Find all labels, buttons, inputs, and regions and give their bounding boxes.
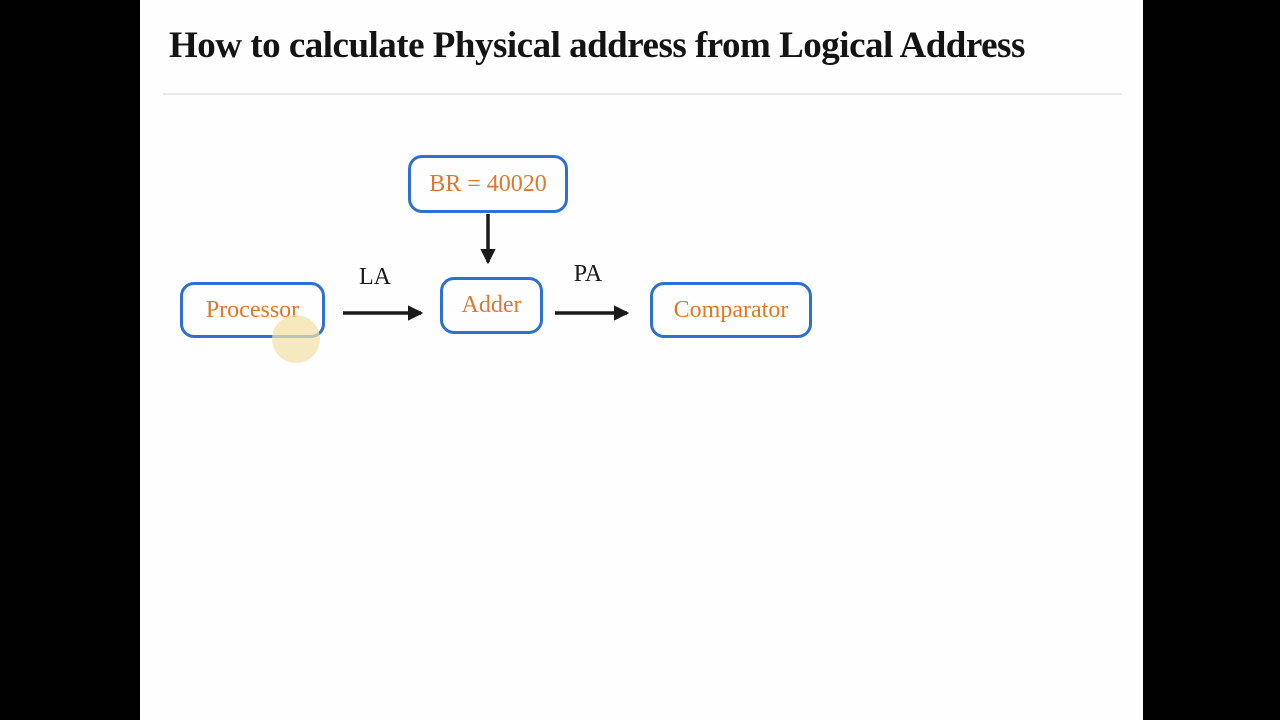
cursor-highlight bbox=[272, 315, 320, 363]
edge-label-physical-address: PA bbox=[573, 261, 603, 287]
node-base-register: BR = 40020 bbox=[408, 155, 568, 213]
node-adder: Adder bbox=[440, 277, 543, 334]
letterbox-left bbox=[0, 0, 140, 720]
slide-canvas: How to calculate Physical address from L… bbox=[140, 0, 1143, 720]
title-divider bbox=[163, 93, 1122, 95]
node-comparator: Comparator bbox=[650, 282, 812, 338]
edge-label-logical-address: LA bbox=[359, 264, 391, 290]
page-title: How to calculate Physical address from L… bbox=[169, 25, 1025, 66]
letterbox-right bbox=[1143, 0, 1280, 720]
